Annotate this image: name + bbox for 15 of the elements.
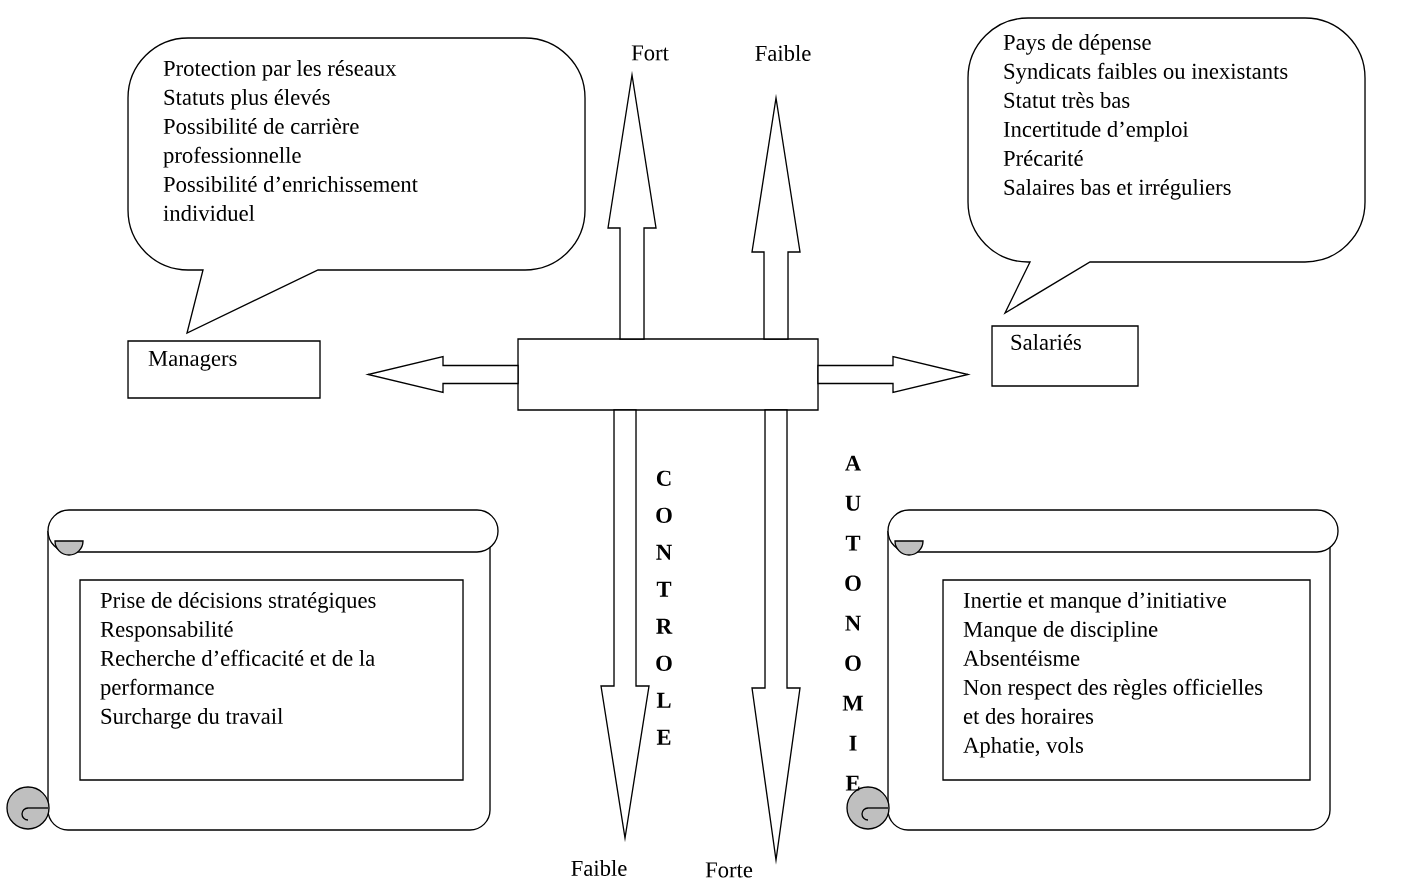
- block-arrow: [365, 355, 519, 394]
- speech-bubble: Protection par les réseaux Statuts plus élevés Possibilité de carrière professionnelle Possibilité d’enrichissement individuel: [127, 37, 586, 334]
- vertical-label: AUTONOMIE: [842, 455, 864, 791]
- vertical-label: CONTROLE: [656, 470, 673, 745]
- end-label: Fort: [631, 45, 669, 61]
- center-box: [517, 338, 819, 411]
- end-label: Faible: [571, 860, 627, 876]
- text-box: Salariés: [991, 325, 1139, 387]
- text-box: Managers: [127, 340, 321, 399]
- end-label: Faible: [755, 45, 811, 61]
- text-box: Prise de décisions stratégiques Responsabilité Recherche d’efficacité et de la performance Surcharge du travail: [79, 579, 464, 781]
- end-label: Forte: [705, 862, 753, 878]
- text-box: Inertie et manque d’initiative Manque de discipline Absentéisme Non respect des règles officielles et des horaires Aphatie, vols: [942, 579, 1311, 781]
- speech-bubble: Pays de dépense Syndicats faibles ou inexistants Statut très bas Incertitude d’emploi Précarité Salaires bas et irréguliers: [967, 17, 1366, 314]
- block-arrow: [817, 355, 971, 394]
